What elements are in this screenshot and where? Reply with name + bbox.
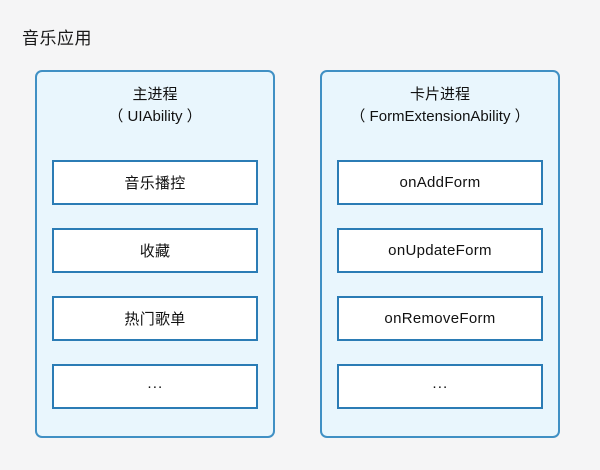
item-on-remove-form: onRemoveForm [337,296,543,341]
item-label: 音乐播控 [124,175,186,192]
page-title: 音乐应用 [22,29,92,48]
panel-main-process-subtitle: （ UIAbility ） [108,108,202,125]
panel-main-process-title: 主进程 [132,86,178,103]
item-more-ellipsis: ··· [52,364,258,409]
item-label: 收藏 [139,243,171,260]
panel-form-extension-header: 卡片进程 （ FormExtensionAbility ） [350,84,529,130]
item-music-playback-control: 音乐播控 [52,160,258,205]
item-label: 热门歌单 [124,311,186,328]
panel-form-extension-process: 卡片进程 （ FormExtensionAbility ） onAddForm … [320,70,560,438]
item-on-add-form: onAddForm [337,160,543,205]
item-label: onRemoveForm [384,310,496,327]
panel-main-process-items: 音乐播控 收藏 热门歌单 ··· [52,160,258,409]
item-label: ··· [147,378,163,395]
item-popular-playlists: 热门歌单 [52,296,258,341]
item-label: ··· [432,378,448,395]
item-label: onAddForm [399,174,481,191]
item-favorites: 收藏 [52,228,258,273]
item-on-update-form: onUpdateForm [337,228,543,273]
panel-form-extension-title: 卡片进程 [409,86,470,103]
panel-form-extension-subtitle: （ FormExtensionAbility ） [350,108,530,125]
panel-form-extension-items: onAddForm onUpdateForm onRemoveForm ··· [337,160,543,409]
item-label: onUpdateForm [388,242,492,259]
panel-main-process-header: 主进程 （ UIAbility ） [108,84,201,130]
item-more-ellipsis: ··· [337,364,543,409]
panel-main-process: 主进程 （ UIAbility ） 音乐播控 收藏 热门歌单 ··· [35,70,275,438]
